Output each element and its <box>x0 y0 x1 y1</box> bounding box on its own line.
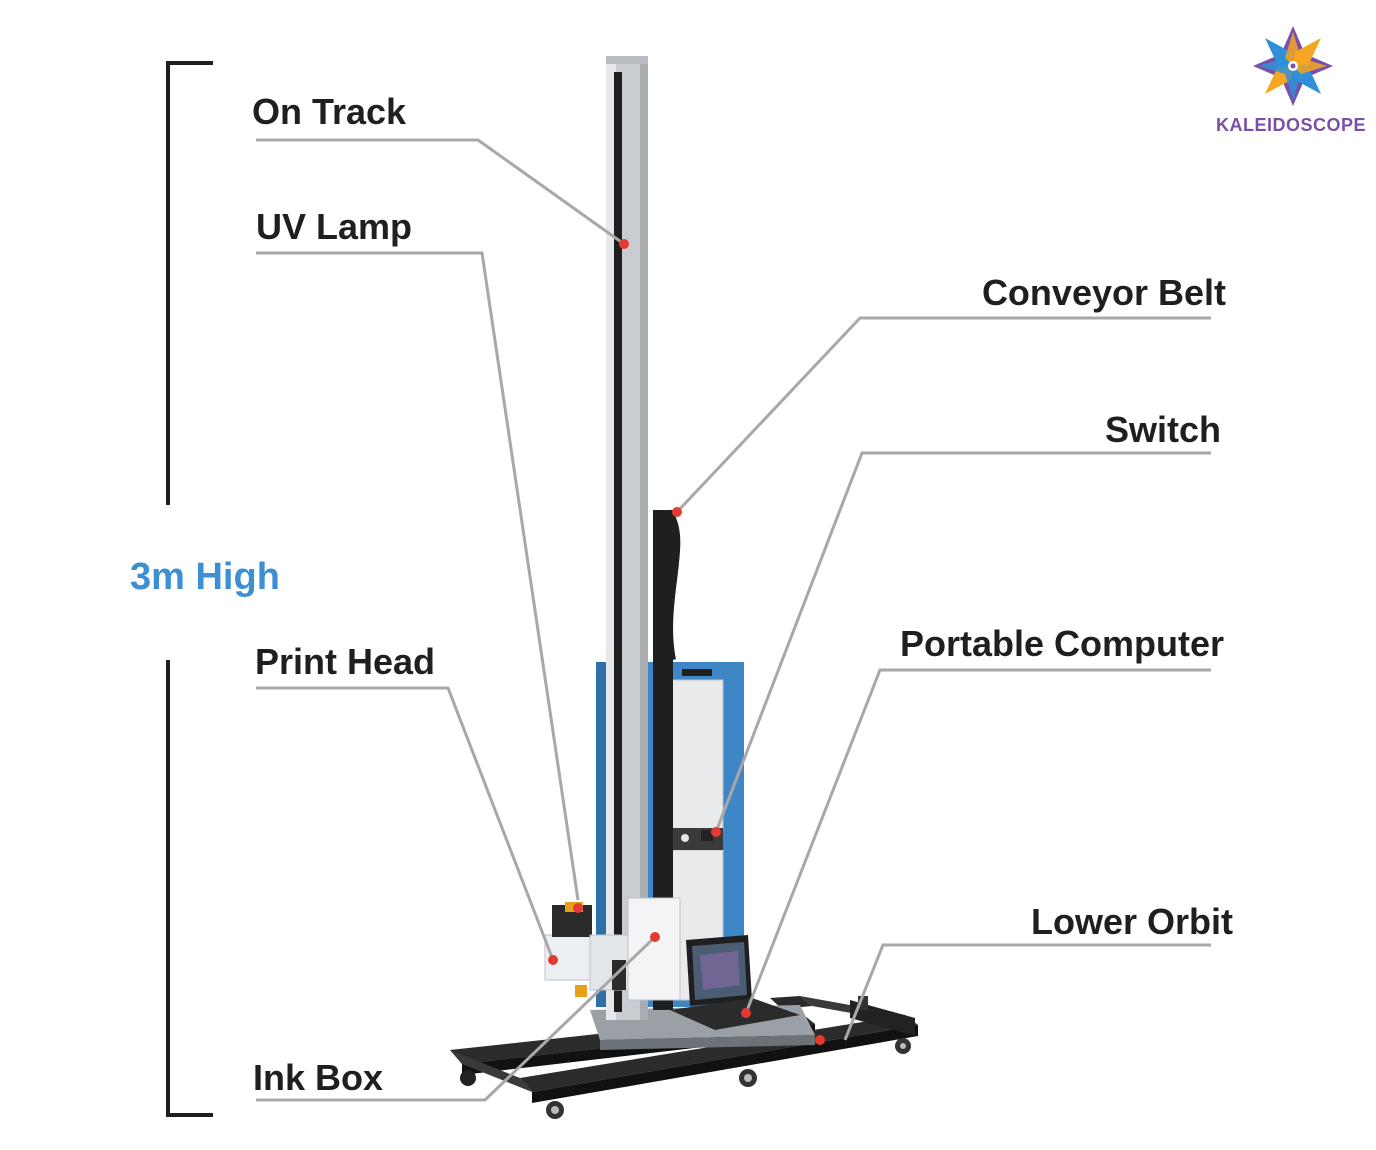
marker-switch <box>711 827 721 837</box>
label-lower-orbit: Lower Orbit <box>1030 901 1233 942</box>
marker-ink-box <box>650 932 660 942</box>
label-on-track: On Track <box>252 91 407 132</box>
leader-lines <box>256 138 1211 1102</box>
label-switch: Switch <box>1104 409 1221 450</box>
leader-on-track <box>256 138 625 246</box>
vertical-rail <box>606 56 648 1020</box>
marker-on-track <box>619 239 629 249</box>
conveyor-drag-chain <box>653 509 681 1010</box>
leader-lower-orbit <box>843 943 1211 1041</box>
kaleidoscope-logo-icon <box>1253 26 1333 106</box>
label-print-head: Print Head <box>255 641 436 682</box>
leader-portable-computer <box>744 668 1211 1014</box>
marker-lower-orbit <box>815 1035 825 1045</box>
marker-uv-lamp <box>573 903 583 913</box>
marker-dots <box>548 239 825 1045</box>
marker-portable-computer <box>741 1008 751 1018</box>
label-conveyor-belt: Conveyor Belt <box>981 272 1226 313</box>
leader-ink-box <box>256 935 657 1102</box>
print-head-assembly <box>544 897 681 1001</box>
brand-name: KALEIDOSCOPE <box>1216 115 1367 135</box>
printer-machine <box>450 56 918 1119</box>
label-portable-computer: Portable Computer <box>899 623 1224 664</box>
portable-computer-laptop <box>670 935 800 1030</box>
leader-uv-lamp <box>256 251 580 901</box>
marker-print-head <box>548 955 558 965</box>
height-bracket <box>166 61 213 1117</box>
label-uv-lamp: UV Lamp <box>256 206 413 247</box>
label-ink-box: Ink Box <box>253 1057 384 1098</box>
height-indicator: 3m High <box>130 556 280 598</box>
leader-print-head <box>256 686 555 961</box>
leader-switch <box>714 451 1211 833</box>
marker-conveyor-belt <box>672 507 682 517</box>
leader-conveyor-belt <box>675 316 1211 514</box>
